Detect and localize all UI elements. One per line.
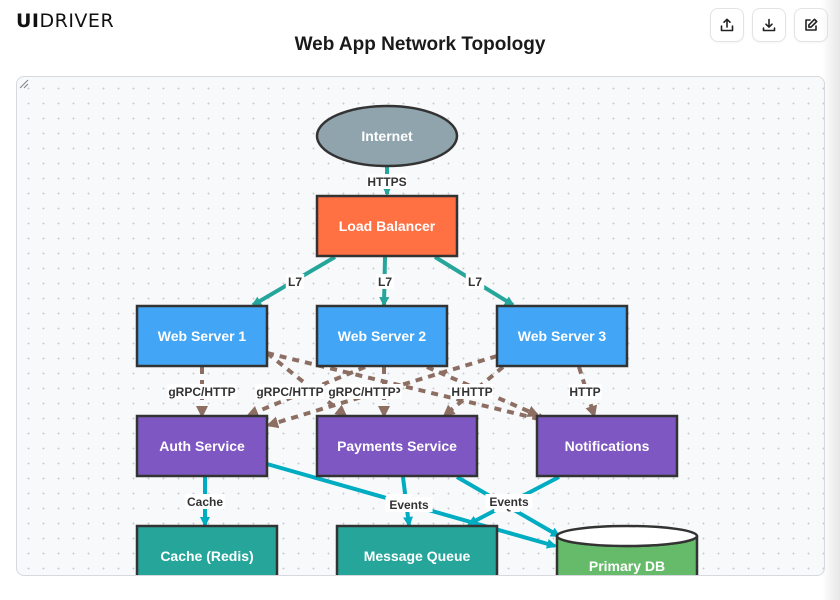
node-label-notif: Notifications	[565, 438, 650, 454]
node-label-cache: Cache (Redis)	[160, 548, 253, 564]
node-label-lb: Load Balancer	[339, 218, 436, 234]
node-label-ws1: Web Server 1	[158, 328, 247, 344]
node-lb[interactable]: Load Balancer	[315, 194, 459, 258]
logo-bold-text: UI	[16, 10, 40, 32]
node-cache[interactable]: Cache (Redis)	[135, 524, 279, 575]
node-notif[interactable]: Notifications	[535, 414, 679, 478]
node-ws1[interactable]: Web Server 1	[135, 304, 269, 368]
svg-text:HTTPS: HTTPS	[367, 175, 406, 189]
edge-label-lb-to-ws2: L7	[375, 274, 395, 289]
download-button[interactable]	[752, 8, 786, 42]
node-label-auth: Auth Service	[159, 438, 245, 454]
svg-text:gRPC/HTTP: gRPC/HTTP	[256, 385, 323, 399]
node-ws3[interactable]: Web Server 3	[495, 304, 629, 368]
node-internet[interactable]: Internet	[315, 104, 459, 168]
edge-label-payments-to-mq: Events	[385, 497, 433, 512]
share-button[interactable]	[710, 8, 744, 42]
node-ws2[interactable]: Web Server 2	[315, 304, 449, 368]
scrollbar-shade	[822, 0, 840, 600]
svg-text:gRPC/HTTP: gRPC/HTTP	[328, 385, 395, 399]
node-label-ws3: Web Server 3	[518, 328, 607, 344]
edge-label-internet-to-lb: HTTPS	[367, 174, 407, 189]
edge-label-lb-to-ws3: L7	[465, 274, 485, 289]
page-title: Web App Network Topology	[294, 34, 546, 55]
svg-text:gRPC/HTTP: gRPC/HTTP	[168, 385, 235, 399]
svg-text:L7: L7	[378, 275, 392, 289]
edge-label-ws2-to-auth: gRPC/HTTP	[255, 384, 325, 399]
node-db[interactable]: Primary DB	[555, 524, 699, 575]
node-label-db: Primary DB	[589, 558, 665, 574]
node-label-payments: Payments Service	[337, 438, 457, 454]
resize-handle-icon[interactable]	[17, 77, 29, 89]
node-label-ws2: Web Server 2	[338, 328, 427, 344]
edge-ws1-to-notif[interactable]	[266, 351, 550, 425]
edge-labels-layer: HTTPSL7L7L7gRPC/HTTPHTTPHTTPgRPC/HTTPHTT…	[167, 174, 602, 512]
svg-text:HTTP: HTTP	[461, 385, 492, 399]
edge-ws2-to-auth[interactable]	[246, 365, 366, 418]
edge-label-notif-to-mq: Events	[485, 494, 533, 509]
node-label-internet: Internet	[361, 128, 413, 144]
svg-text:Events: Events	[389, 498, 429, 512]
svg-text:L7: L7	[468, 275, 482, 289]
share-upload-icon	[720, 18, 734, 32]
edge-ws3-to-notif[interactable]	[577, 366, 598, 418]
download-icon	[762, 18, 776, 32]
edge-label-auth-to-cache: Cache	[185, 494, 225, 509]
svg-text:L7: L7	[288, 275, 302, 289]
node-label-mq: Message Queue	[364, 548, 471, 564]
node-mq[interactable]: Message Queue	[335, 524, 499, 575]
svg-text:Events: Events	[489, 495, 529, 509]
svg-text:Cache: Cache	[187, 495, 223, 509]
logo-rest-text: DRIVER	[39, 10, 115, 32]
edit-icon	[805, 18, 818, 31]
edge-label-ws3-to-auth: gRPC/HTTP	[327, 384, 397, 399]
edge-label-ws1-to-auth: gRPC/HTTP	[167, 384, 237, 399]
node-payments[interactable]: Payments Service	[315, 414, 479, 478]
edge-label-lb-to-ws1: L7	[285, 274, 305, 289]
edge-label-ws3-to-payments: HTTP	[460, 384, 494, 399]
svg-text:HTTP: HTTP	[569, 385, 600, 399]
edge-label-ws3-to-notif: HTTP	[568, 384, 602, 399]
node-auth[interactable]: Auth Service	[135, 414, 269, 478]
